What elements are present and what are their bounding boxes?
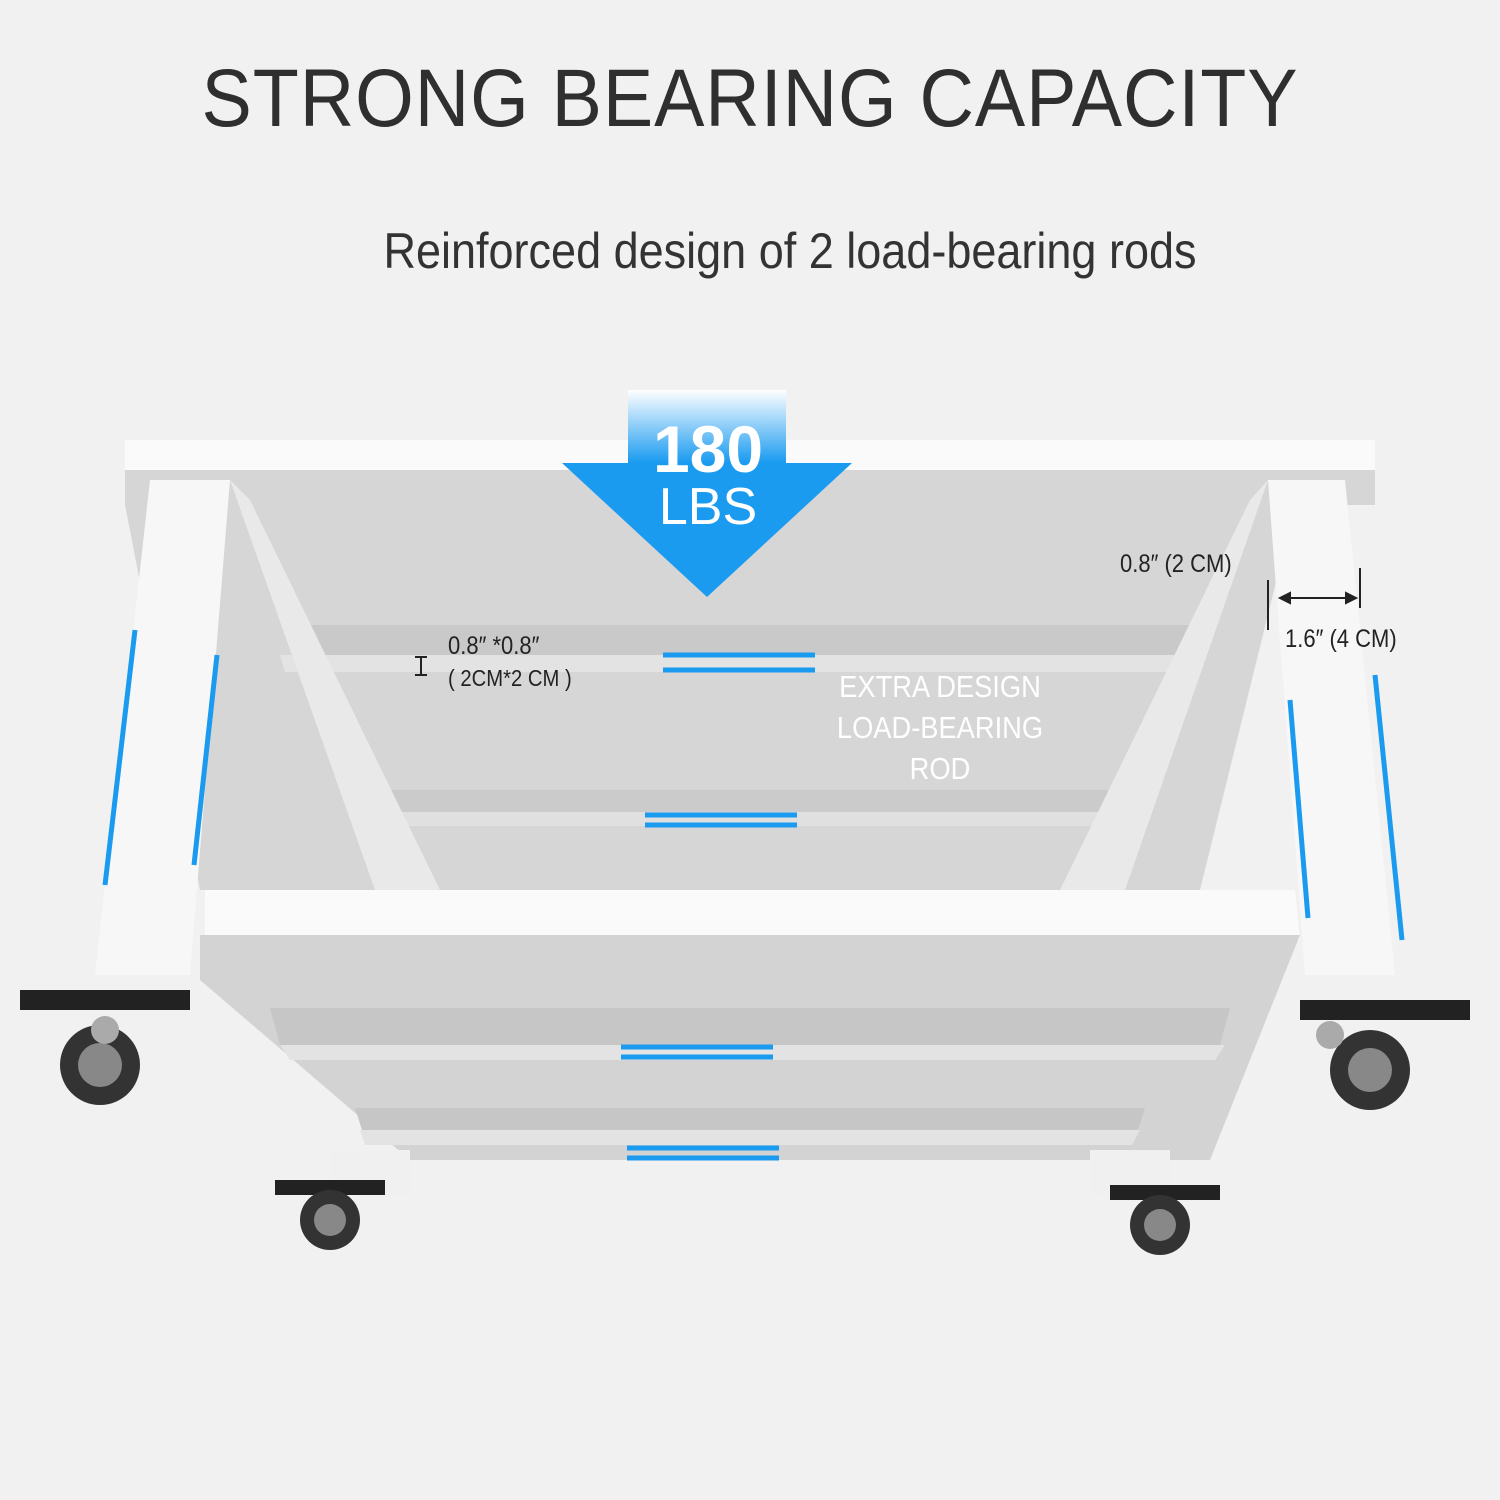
load-unit: LBS: [658, 478, 758, 536]
callout-line-3: ROD: [909, 751, 971, 786]
caster-wheel: [1110, 1185, 1220, 1255]
headline: STRONG BEARING CAPACITY: [201, 53, 1299, 144]
load-arrow-icon: [562, 390, 852, 597]
top-shelf: [125, 440, 1375, 890]
extra-rod-callout: EXTRA DESIGN LOAD-BEARING ROD: [826, 666, 1055, 789]
caster-wheels: [20, 990, 1470, 1255]
load-value: 180: [652, 412, 764, 486]
subheadline: Reinforced design of 2 load-bearing rods: [383, 223, 1197, 279]
bottom-shelf: [200, 890, 1300, 1195]
callout-line-1: EXTRA DESIGN: [839, 669, 1041, 704]
callout-line-2: LOAD-BEARING: [836, 710, 1044, 745]
rod-size-in: 0.8″ *0.8″: [448, 632, 540, 660]
caster-wheel: [20, 990, 190, 1105]
dimension-markers: [415, 568, 1361, 676]
thickness-label: 0.8″ (2 CM): [1120, 550, 1232, 578]
rod-size-cm: ( 2CM*2 CM ): [448, 665, 572, 691]
caster-wheel: [1300, 1000, 1470, 1110]
legs: [95, 480, 1395, 975]
caster-wheel: [275, 1180, 385, 1250]
load-capacity: 180 LBS: [628, 412, 788, 536]
accent-lines: [102, 629, 1405, 1161]
width-label: 1.6″ (4 CM): [1285, 625, 1397, 653]
